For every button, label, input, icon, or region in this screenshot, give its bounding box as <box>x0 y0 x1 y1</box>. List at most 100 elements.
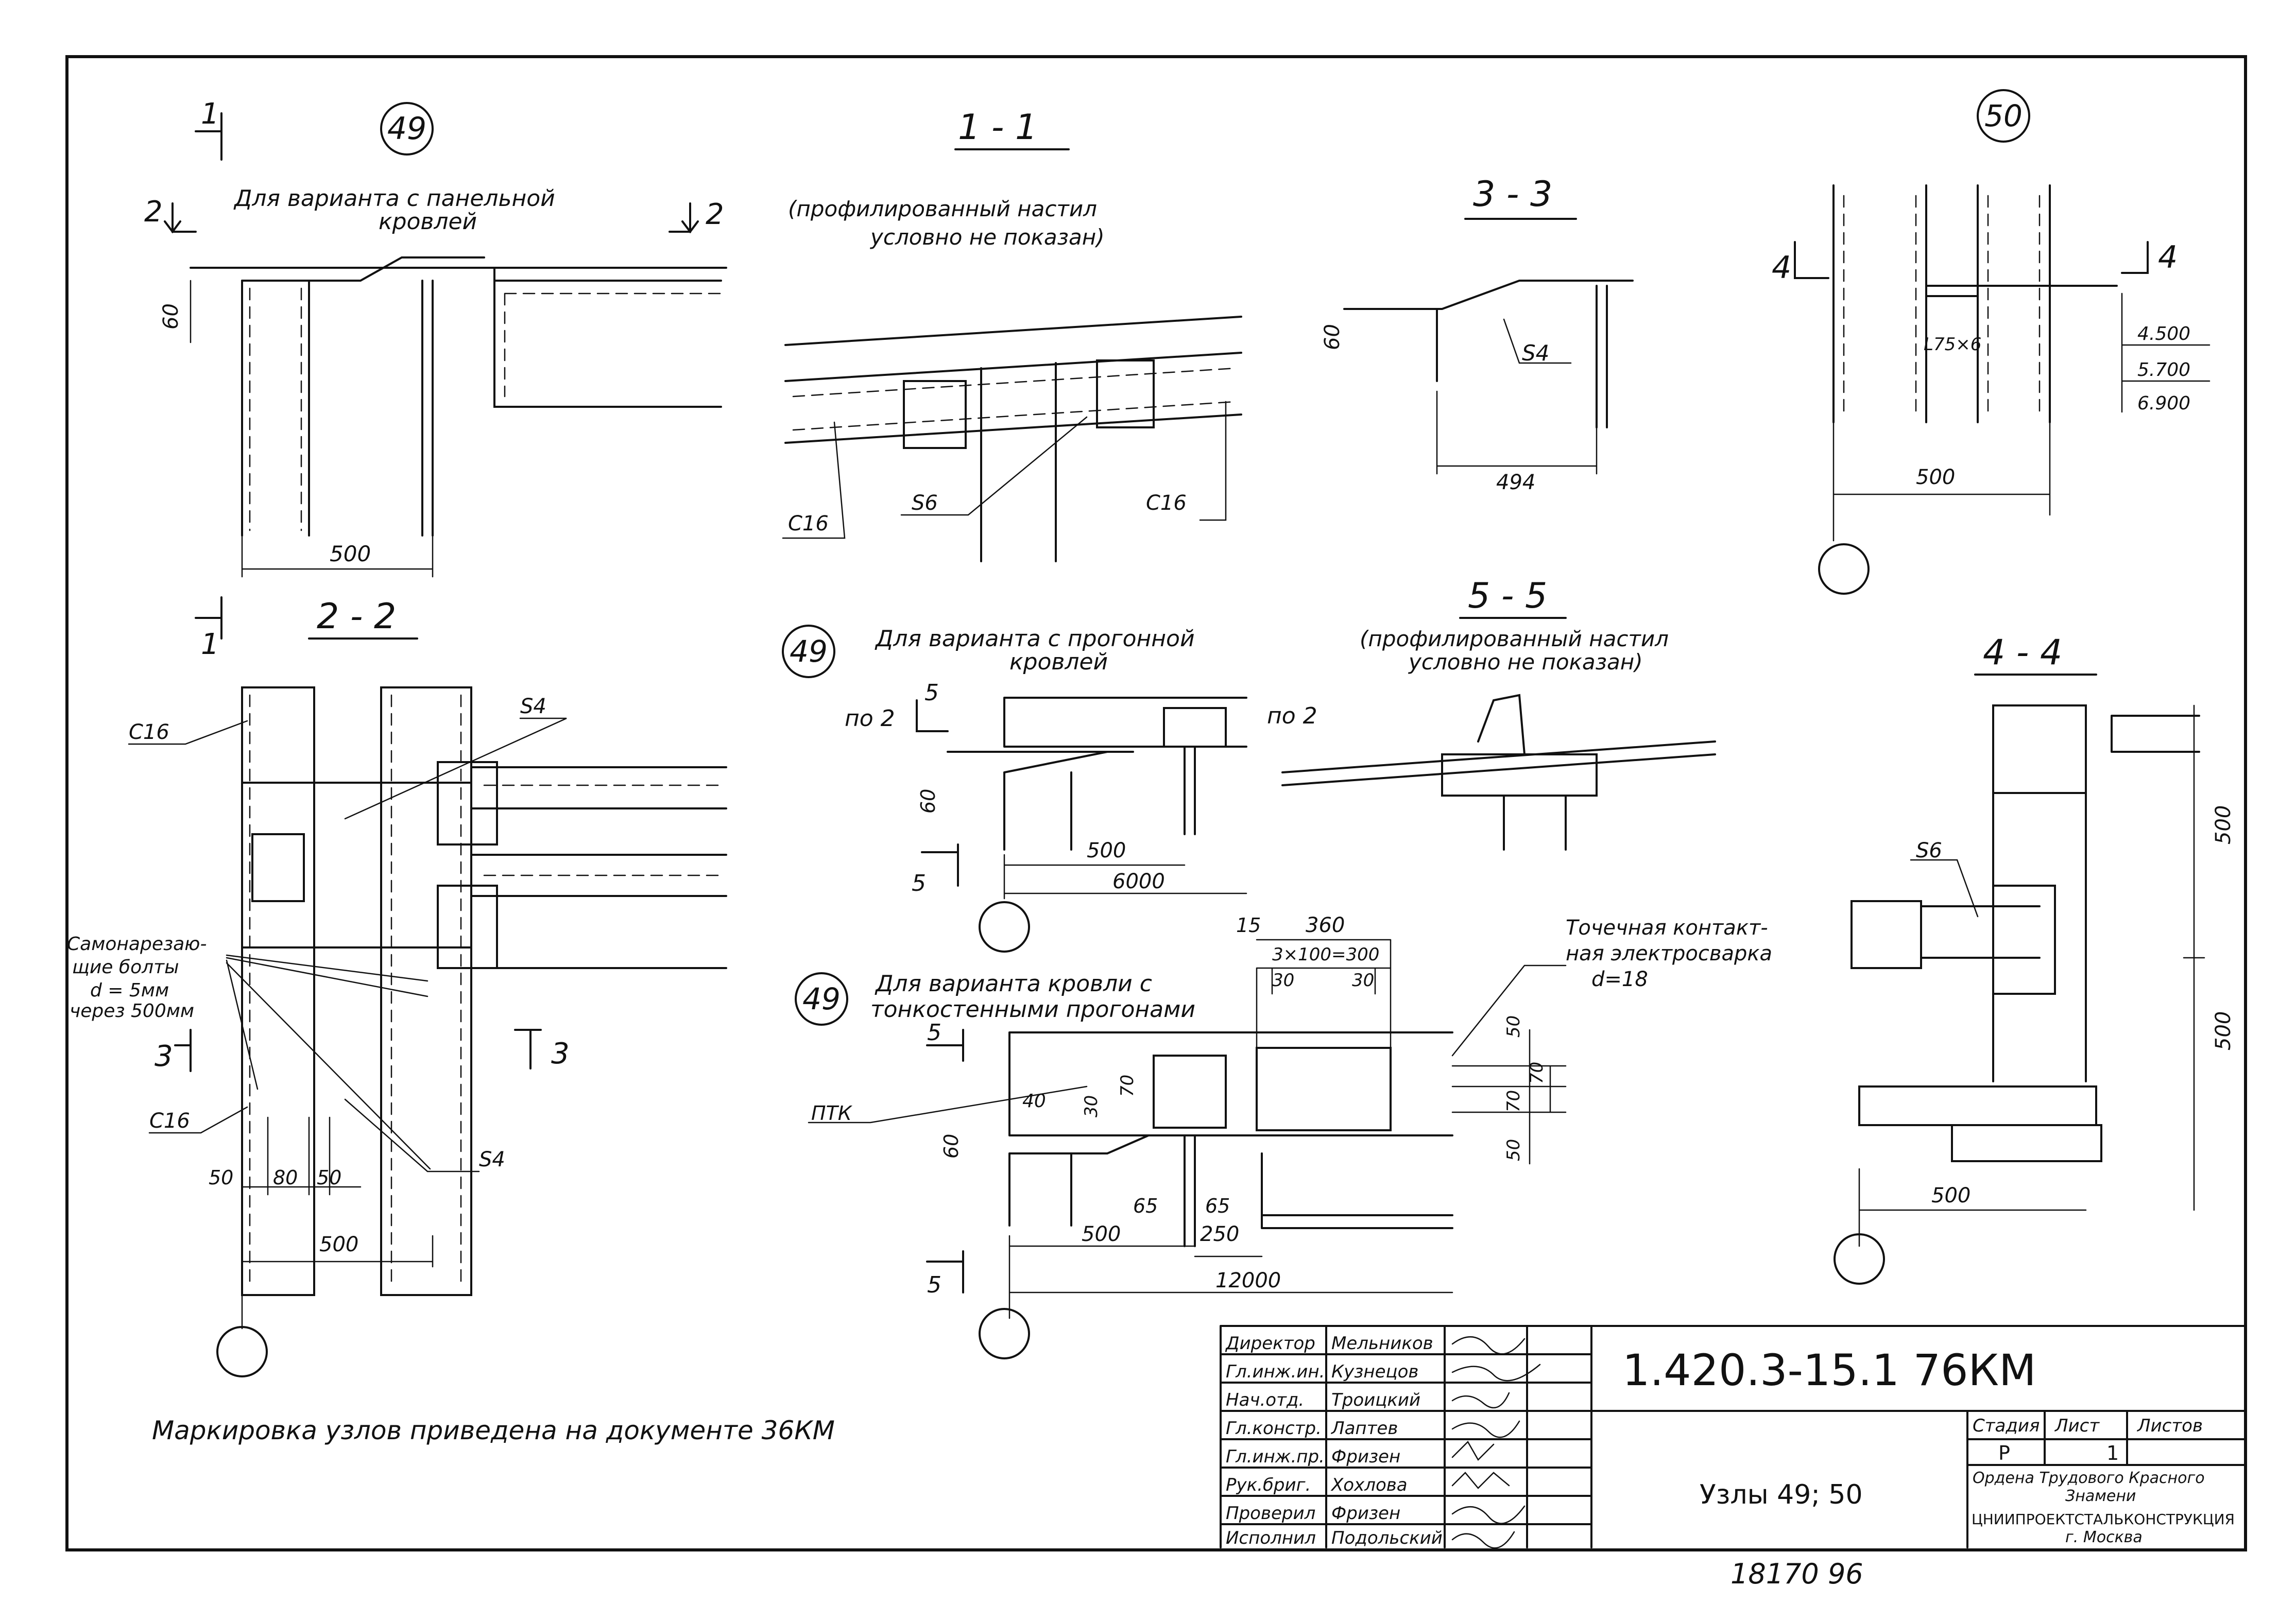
elevation-table <box>2121 292 2211 413</box>
cut-label-5a: 5 <box>927 1020 941 1046</box>
document-code: 1.420.3-15.1 76КМ <box>1622 1345 2036 1395</box>
cut-arrow-1 <box>195 596 222 640</box>
leader-lines <box>782 401 1227 539</box>
node50-view: 50 4 4 L75×6 4.500 5.700 6.900 500 <box>1772 89 2211 595</box>
tube-section <box>251 833 305 902</box>
org-line2: Знамени <box>2065 1487 2136 1505</box>
column-section <box>241 280 434 537</box>
roof-panel-right <box>493 267 722 408</box>
label-angle: L75×6 <box>1924 334 1981 355</box>
section-1-1: 1 - 1 (профилированный настил условно не… <box>782 107 1242 562</box>
caption-line1: Для варианта кровли с <box>875 971 1152 997</box>
leader-weld <box>1451 964 1567 1057</box>
tube-section <box>1850 900 1922 969</box>
leader-c16-bottom <box>148 1106 248 1134</box>
label-s6: S6 <box>912 491 938 515</box>
column-left <box>241 686 315 1296</box>
sig-role-3: Нач.отд. <box>1226 1390 1304 1410</box>
label-c16-top: С16 <box>129 720 169 744</box>
dim-500: 500 <box>1087 839 1126 863</box>
axis-marker <box>979 901 1030 953</box>
dim-65b: 65 <box>1205 1195 1230 1217</box>
note-line1: (профилированный настил <box>788 196 1097 221</box>
cut-arrow-3a <box>174 1029 192 1072</box>
node-number: 50 <box>1984 98 2023 133</box>
node49-purlin-view: 49 Для варианта с прогонной кровлей по 2… <box>782 625 1317 953</box>
dim-12000: 12000 <box>1215 1269 1281 1292</box>
node-marker-49-thin <box>795 972 848 1026</box>
dim-80: 80 <box>273 1166 298 1189</box>
note-line2: условно не показан) <box>869 225 1105 250</box>
dim-6000: 6000 <box>1112 870 1165 893</box>
dim-30c: 30 <box>1081 1095 1102 1117</box>
node-number: 49 <box>790 634 828 669</box>
cut-arrow-4a <box>1794 241 1829 279</box>
beam-stub <box>2111 715 2200 753</box>
dim-line-494 <box>1436 390 1598 475</box>
weld-zone-edges <box>1256 1031 1453 1136</box>
dim-horizontal <box>1858 1168 2087 1247</box>
cut-arrow-1 <box>195 112 222 161</box>
cut-label-3b: 3 <box>551 1037 570 1071</box>
sheets-header: Листов <box>2136 1416 2203 1436</box>
cut-label-po2a: по 2 <box>845 705 895 732</box>
leader-s4 <box>1503 318 1572 364</box>
sig-name-6: Хохлова <box>1330 1475 1408 1495</box>
dim-60: 60 <box>1321 324 1344 350</box>
cut-arrow-2a <box>164 202 197 234</box>
dim-60: 60 <box>159 303 183 330</box>
axis-marker <box>216 1326 268 1377</box>
cut-label-1: 1 <box>201 628 219 661</box>
title-block-grid <box>1220 1325 2247 1548</box>
sig-role-2: Гл.инж.ин. <box>1226 1361 1325 1382</box>
cut-arrow-4b <box>2121 241 2149 274</box>
elevation-2: 5.700 <box>2137 359 2190 381</box>
dim-500b: 500 <box>2212 1011 2235 1050</box>
column-and-bracket <box>1008 1134 1196 1247</box>
purlin-beam <box>1003 697 1247 748</box>
weld-note-line2: ная электросварка <box>1566 942 1772 965</box>
section-title: 5 - 5 <box>1468 576 1547 616</box>
stage-header: Стадия <box>1973 1416 2040 1436</box>
node49-thin-purlin-view: 49 Для варианта кровли с тонкостенными п… <box>795 913 1772 1359</box>
caption-line1: Для варианта с панельной <box>233 185 555 212</box>
sig-role-4: Гл.констр. <box>1226 1418 1322 1439</box>
node-marker-49-top <box>380 102 434 156</box>
cut-label-5a: 5 <box>924 680 939 706</box>
sig-name-4: Лаптев <box>1330 1418 1398 1439</box>
gusset <box>1477 694 1526 755</box>
dim-50a: 50 <box>209 1166 233 1189</box>
cut-label-3a: 3 <box>155 1040 173 1073</box>
axis-marker <box>979 1308 1030 1359</box>
dim-50b: 50 <box>1503 1139 1524 1161</box>
beam-hidden <box>792 367 1237 431</box>
axis-marker <box>1834 1233 1885 1285</box>
purlin-outline <box>1008 1031 1392 1136</box>
dimension-lines <box>241 1116 434 1330</box>
caption-line1: Для варианта с прогонной <box>875 626 1195 652</box>
node-number: 49 <box>802 981 841 1016</box>
inventory-number: 18170 96 <box>1730 1558 1863 1590</box>
cut-arrow-5a <box>916 699 949 732</box>
dim-500: 500 <box>330 541 371 566</box>
gusset-plate-right <box>1096 359 1155 428</box>
section-profile <box>1343 280 1634 428</box>
purlin-hidden <box>483 784 722 876</box>
node-marker-49-purlin <box>782 625 835 678</box>
caption-line2: кровлей <box>1009 649 1108 675</box>
section-2-2: 2 - 2 1 С16 S4 Самонарезаю- щие болты d … <box>67 596 727 1377</box>
lower-beam <box>1261 1152 1453 1229</box>
column-hidden <box>1843 195 2041 418</box>
label-c16-left: С16 <box>788 512 829 536</box>
dim-60: 60 <box>940 1134 963 1159</box>
weld-zone <box>1256 1047 1392 1131</box>
leader-s6 <box>1910 859 1979 918</box>
column-top-section <box>1992 704 2087 794</box>
dim-500: 500 <box>1916 465 1955 489</box>
elevation-1: 4.500 <box>2137 323 2190 344</box>
dimension-lines <box>1003 854 1247 900</box>
signature-scribbles <box>1451 1336 1541 1549</box>
cut-label-5b: 5 <box>912 870 926 896</box>
bolts-line3: d = 5мм <box>90 980 169 1001</box>
